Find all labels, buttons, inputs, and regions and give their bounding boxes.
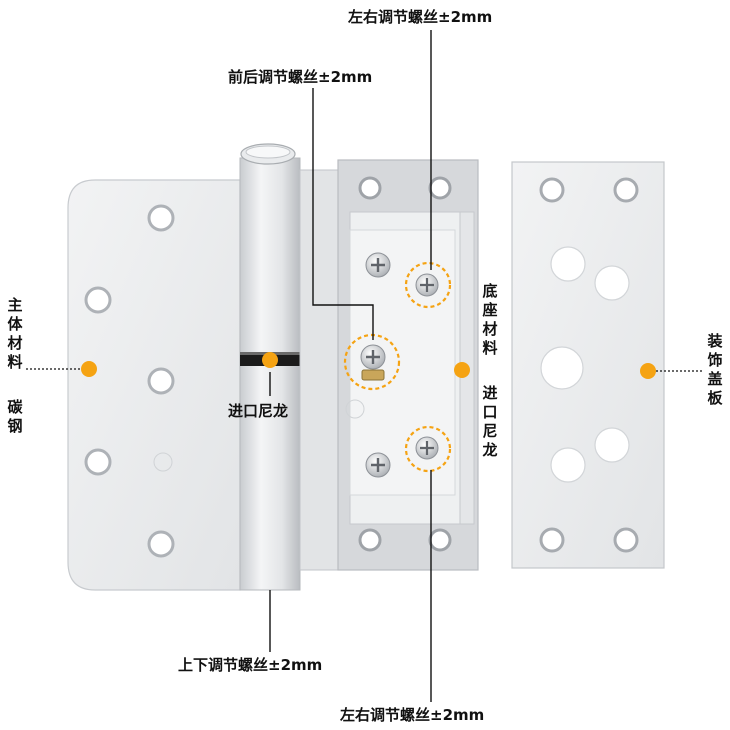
logo-emboss xyxy=(345,399,365,419)
access-hole xyxy=(550,447,586,483)
screw-hole xyxy=(358,528,382,552)
screw-hole xyxy=(358,176,382,200)
screw-head xyxy=(365,252,391,278)
marker-dot xyxy=(81,361,97,377)
label-cover-plate: 装饰盖板 xyxy=(707,332,723,407)
screw-head xyxy=(415,273,439,297)
base-frame xyxy=(337,159,479,571)
label-front-back-screw: 前后调节螺丝±2mm xyxy=(228,68,373,86)
label-base-material: 底座材料 xyxy=(482,282,498,357)
label-nylon-sleeve: 进口尼龙 xyxy=(228,402,289,420)
marker-dot xyxy=(262,352,278,368)
label-main-material: 主体材料 xyxy=(7,296,23,371)
screw-hole xyxy=(613,527,639,553)
leaf-connector xyxy=(299,169,339,571)
highlight-circle xyxy=(343,333,401,391)
screw-hole xyxy=(84,286,112,314)
access-hole xyxy=(540,346,584,390)
screw-hole xyxy=(147,204,175,232)
marker-dot xyxy=(454,362,470,378)
main-leaf-plate xyxy=(67,179,241,591)
label-main-material-value: 碳钢 xyxy=(7,398,23,435)
highlight-circle xyxy=(404,425,452,473)
screw-hole xyxy=(84,448,112,476)
label-left-right-screw-bottom: 左右调节螺丝±2mm xyxy=(340,706,485,724)
highlight-circle xyxy=(404,261,452,309)
screw-hole xyxy=(147,530,175,558)
access-hole xyxy=(550,246,586,282)
callout-lines xyxy=(269,30,432,702)
screw-hole xyxy=(539,527,565,553)
screw-head xyxy=(415,436,439,460)
screw-hole xyxy=(428,528,452,552)
marker-dot xyxy=(640,363,656,379)
screw-hole xyxy=(428,176,452,200)
logo-emboss xyxy=(153,452,173,472)
screw-hole xyxy=(539,177,565,203)
screw-head xyxy=(365,452,391,478)
screw-head xyxy=(360,344,386,381)
label-base-material-value: 进口尼龙 xyxy=(482,384,498,459)
screw-hole xyxy=(613,177,639,203)
decorative-cover-plate xyxy=(511,161,665,569)
screw-hole xyxy=(147,367,175,395)
access-hole xyxy=(594,265,630,301)
label-left-right-screw-top: 左右调节螺丝±2mm xyxy=(348,8,493,26)
label-up-down-screw: 上下调节螺丝±2mm xyxy=(178,656,323,674)
access-hole xyxy=(594,427,630,463)
